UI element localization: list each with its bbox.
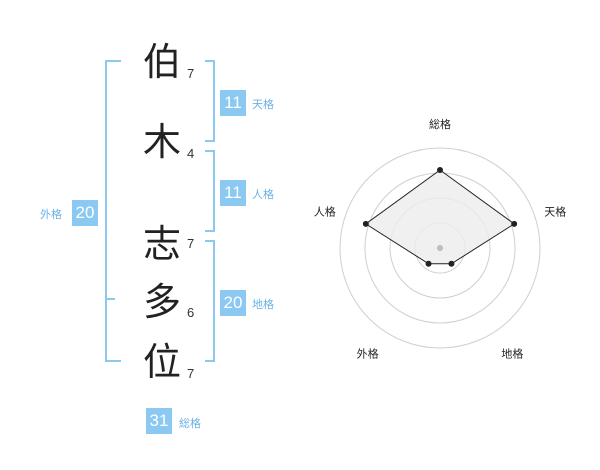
gaikaku-bracket [105, 60, 121, 362]
soukaku-label: 総格 [179, 417, 201, 430]
stroke-count-5: 7 [187, 366, 195, 381]
radar-axis-label-2: 天格 [544, 205, 566, 219]
jinkaku-bracket [205, 150, 215, 232]
gaikaku-value-badge: 20 [72, 200, 98, 226]
name-char-4: 多 [142, 280, 181, 324]
gaikaku-label: 外格 [40, 208, 62, 221]
radar-series-shape [364, 169, 516, 265]
chikaku-label: 地格 [252, 298, 274, 311]
radar-grid-ring-4 [339, 147, 541, 349]
chikaku-value-badge: 20 [220, 290, 246, 316]
radar-point-1 [437, 167, 443, 173]
name-char-3: 志 [142, 222, 181, 266]
jinkaku-value-badge: 11 [220, 180, 246, 206]
radar-axis-label-3: 地格 [501, 346, 523, 360]
gaikaku-bracket-tick [105, 298, 115, 300]
soukaku-value-badge: 31 [146, 408, 172, 434]
stroke-count-3: 7 [187, 236, 195, 251]
radar-point-3 [448, 260, 455, 267]
tenkaku-bracket [205, 60, 215, 142]
radar-point-2 [511, 220, 518, 227]
radar-center-dot [437, 245, 443, 251]
radar-axis-label-1: 総格 [429, 117, 451, 131]
tenkaku-value-badge: 11 [220, 90, 246, 116]
tenkaku-label: 天格 [252, 98, 274, 111]
jinkaku-label: 人格 [252, 188, 274, 201]
stroke-count-4: 6 [187, 305, 195, 320]
radar-point-4 [425, 260, 432, 267]
name-char-5: 位 [142, 340, 181, 384]
radar-axis-label-4: 外格 [357, 346, 379, 360]
stroke-count-1: 7 [187, 66, 195, 81]
stroke-count-2: 4 [187, 146, 195, 161]
name-char-2: 木 [142, 120, 181, 164]
name-char-1: 伯 [142, 40, 181, 84]
radar-point-5 [362, 220, 369, 227]
radar-axis-label-5: 人格 [314, 205, 336, 219]
chikaku-bracket [205, 240, 215, 362]
